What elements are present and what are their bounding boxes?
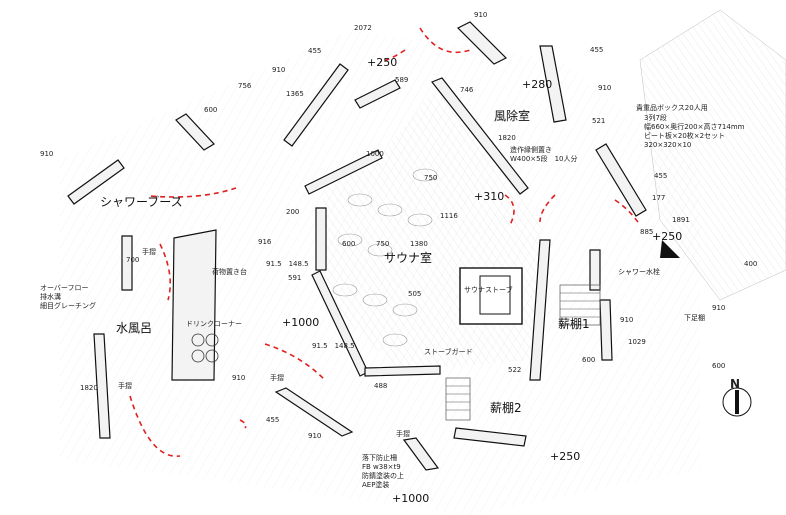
dim-521: 521 — [592, 117, 605, 125]
dim-910-r: 910 — [712, 304, 725, 312]
note-bench-2: W400×5段 10人分 — [510, 154, 578, 163]
dim-910-t: 910 — [598, 84, 611, 92]
dim-910: 910 — [620, 316, 633, 324]
dim-589: 589 — [395, 76, 408, 84]
dim-700: 700 — [126, 256, 139, 264]
dim-1380: 1380 — [410, 240, 428, 248]
dim-505: 505 — [408, 290, 421, 298]
room-cold-bath: 水風呂 — [116, 321, 152, 335]
level-bottom: +1000 — [392, 492, 429, 505]
note-bench: 造作縁側置き — [510, 145, 552, 154]
dim-750: 750 — [376, 240, 389, 248]
compass-label: N — [730, 377, 740, 391]
compass — [722, 387, 752, 417]
note-fall-guard: 落下防止柵 — [362, 453, 397, 462]
note-overflow: オーバーフロー — [40, 284, 89, 292]
note-handrail-2: 手摺 — [118, 381, 132, 390]
dim-200: 200 — [286, 208, 299, 216]
note-storage-box-3: 幅660×奥行200×高さ714mm — [644, 122, 745, 131]
room-dehumid: 風除室 — [494, 108, 530, 123]
dim-591: 591 — [288, 274, 301, 282]
level-dehumid: +280 — [522, 78, 552, 91]
dim-1891: 1891 — [672, 216, 690, 224]
dim-916: 916 — [258, 238, 272, 246]
dim-756: 756 — [238, 82, 252, 90]
level-right: +250 — [652, 230, 682, 243]
dim-600-r: 600 — [712, 362, 725, 370]
circulation-arrows — [129, 27, 641, 457]
dim-488: 488 — [374, 382, 387, 390]
dim-750: 750 — [424, 174, 437, 182]
room-firewood-2: 薪棚2 — [490, 400, 522, 415]
label-drink-corner: ドリンクコーナー — [186, 320, 242, 328]
label-luggage: 荷物置き台 — [212, 267, 247, 276]
dim-455-b: 455 — [266, 416, 279, 424]
note-overflow-3: 細目グレーチング — [40, 301, 96, 310]
dim-910-b: 910 — [308, 432, 321, 440]
room-firewood-1: 薪棚1 — [558, 316, 590, 331]
level-center: +310 — [474, 190, 504, 203]
label-stove: サウナストーブ — [464, 285, 513, 294]
sauna-stove — [459, 267, 523, 325]
dim-455: 455 — [308, 47, 321, 55]
drink-corner-fixtures — [191, 333, 219, 363]
dim-1029: 1029 — [628, 338, 646, 346]
note-handrail-4: 手摺 — [396, 429, 410, 438]
room-sauna: サウナ室 — [384, 250, 432, 265]
note-handrail-3: 手摺 — [270, 373, 284, 382]
dim-600: 600 — [582, 356, 595, 364]
note-storage-box: 貴重品ボックス20人用 — [636, 103, 708, 112]
level-top: +250 — [367, 56, 397, 69]
level-left: +1000 — [282, 316, 319, 329]
note-fall-guard-4: AEP塗装 — [362, 480, 389, 489]
dim-1000: 1000 — [366, 150, 384, 158]
note-fall-guard-2: FB w38×t9 — [362, 463, 401, 471]
bench-seats — [332, 168, 438, 347]
right-grid — [639, 9, 786, 301]
dim-1820-l: 1820 — [80, 384, 98, 392]
dim-400: 400 — [744, 260, 757, 268]
firewood-shelf-stairs — [445, 284, 601, 421]
dim-885: 885 — [640, 228, 653, 236]
dim-455-r: 455 — [654, 172, 667, 180]
dim-600: 600 — [204, 106, 217, 114]
walls — [67, 21, 647, 471]
dim-91-5-b: 91.5 148.5 — [312, 342, 355, 350]
note-shower-faucet: シャワー水栓 — [618, 267, 660, 276]
dim-91-5: 91.5 148.5 — [266, 260, 309, 268]
dim-455-t: 455 — [590, 46, 603, 54]
room-shower-booth: シャワーブース — [100, 194, 183, 209]
dim-1820: 1820 — [498, 134, 516, 142]
note-storage-box-5: 320×320×10 — [644, 141, 691, 149]
level-bottom-right: +250 — [550, 450, 580, 463]
note-storage-box-2: 3列7段 — [644, 113, 667, 122]
dim-600: 600 — [342, 240, 355, 248]
note-overflow-2: 排水溝 — [40, 292, 61, 301]
note-stove-guard: ストーブガード — [424, 347, 473, 356]
note-storage-box-4: ビート板×20枚×2セット — [644, 131, 725, 140]
dim-910-l: 910 — [232, 374, 245, 382]
dim-910: 910 — [474, 11, 487, 19]
dim-910: 910 — [272, 66, 285, 74]
dim-177: 177 — [652, 194, 665, 202]
shower-faucet-marker — [660, 240, 680, 258]
dim-746: 746 — [460, 86, 474, 94]
dim-1365: 1365 — [286, 90, 304, 98]
dim-910: 910 — [40, 150, 53, 158]
note-fall-guard-3: 防錆塗装の上 — [362, 471, 404, 480]
dim-1116: 1116 — [440, 212, 458, 220]
note-handrail-1: 手摺 — [142, 247, 156, 256]
dim-2072: 2072 — [354, 24, 372, 32]
note-footwash: 下足棚 — [684, 313, 705, 322]
dim-522: 522 — [508, 366, 521, 374]
